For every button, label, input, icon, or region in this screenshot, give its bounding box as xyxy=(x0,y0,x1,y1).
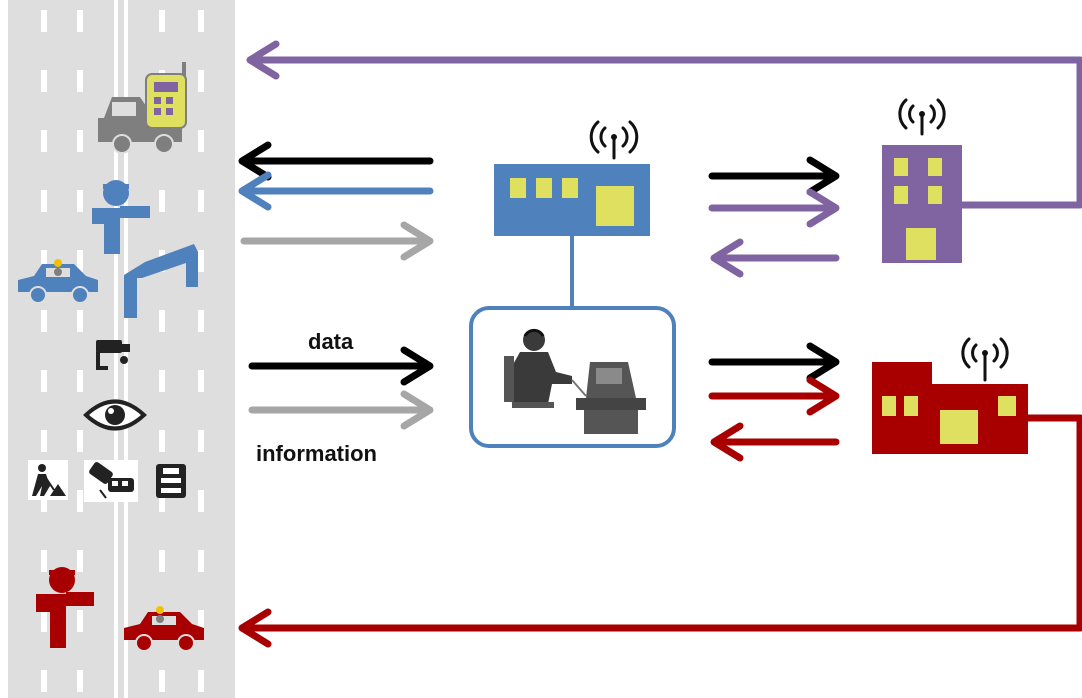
emergency-officer-icon xyxy=(36,567,94,648)
antenna-icon xyxy=(961,337,1009,382)
police-car-icon xyxy=(18,259,98,304)
operator-workstation-icon xyxy=(469,306,676,448)
arrow-icon xyxy=(238,141,840,462)
red-feedback-line xyxy=(238,414,1082,648)
cctv-camera-icon xyxy=(96,340,130,370)
emergency-building-icon xyxy=(872,362,1028,454)
data-label: data xyxy=(308,329,354,354)
antenna-icon xyxy=(898,98,946,136)
traffic-jam-icon xyxy=(156,464,186,498)
accident-icon xyxy=(84,460,138,502)
eye-icon xyxy=(83,399,147,431)
service-vehicle-with-phone-icon xyxy=(98,62,187,154)
information-label: information xyxy=(256,441,377,466)
purple-feedback-line xyxy=(246,40,1082,209)
service-building-icon xyxy=(882,145,962,263)
traffic-officer-icon xyxy=(92,180,150,254)
emergency-vehicle-icon xyxy=(124,606,204,652)
traffic-control-center-icon xyxy=(494,164,650,236)
road-works-icon xyxy=(28,460,68,500)
road-barrier-icon xyxy=(124,244,198,318)
antenna-icon xyxy=(589,120,639,160)
